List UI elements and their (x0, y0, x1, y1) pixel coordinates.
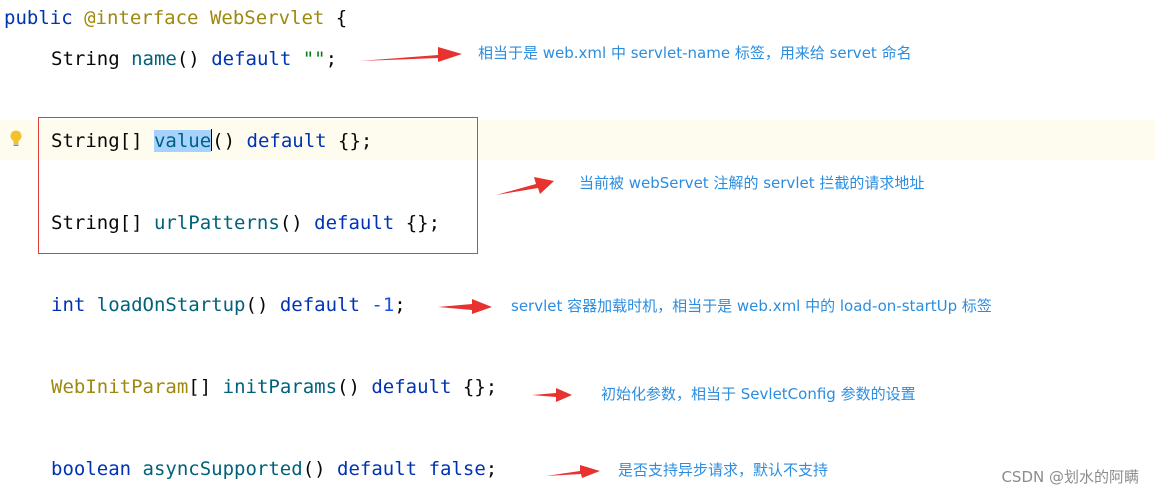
default-value: -1 (371, 294, 395, 316)
parens: () (212, 130, 236, 152)
keyword-default: default (314, 212, 395, 234)
keyword-interface: @interface (84, 7, 199, 29)
semicolon: ; (485, 458, 498, 480)
keyword-default: default (337, 458, 418, 480)
method-name: name (131, 48, 177, 70)
code-editor-line-1[interactable]: public @interface WebServlet { (4, 6, 347, 30)
type: String[] (51, 212, 143, 234)
type: int (51, 294, 86, 316)
note-initparams: 初始化参数，相当于 SevletConfig 参数的设置 (601, 385, 916, 403)
code-line-value[interactable]: String[] value() default {}; (51, 129, 372, 153)
type: String (51, 48, 120, 70)
default-value: {}; (338, 130, 373, 152)
text-caret (211, 129, 213, 151)
type: WebInitParam (51, 376, 189, 398)
method-asyncsupported: asyncSupported (142, 458, 303, 480)
note-loadonstartup: servlet 容器加载时机，相当于是 web.xml 中的 load-on-s… (511, 297, 992, 315)
method-value-selected[interactable]: value (153, 130, 212, 152)
code-line-name[interactable]: String name() default ""; (51, 47, 337, 71)
annotation-name: WebServlet (209, 7, 325, 29)
parens: () (337, 376, 360, 398)
default-value: false (428, 458, 486, 480)
parens: () (279, 212, 303, 234)
method-urlpatterns: urlPatterns (153, 212, 280, 234)
brackets: [] (188, 376, 212, 398)
code-line-urlpatterns[interactable]: String[] urlPatterns() default {}; (51, 211, 440, 235)
type: String[] (51, 130, 143, 152)
keyword-default: default (211, 48, 292, 70)
parens: () (176, 48, 200, 70)
note-value-urlpatterns: 当前被 webServet 注解的 servlet 拦截的请求地址 (579, 174, 925, 192)
default-value: {}; (405, 212, 441, 234)
note-name: 相当于是 web.xml 中 servlet-name 标签，用来给 serve… (478, 44, 912, 62)
keyword-default: default (279, 294, 360, 316)
arrow-right-icon (546, 465, 600, 478)
arrow-right-icon (438, 299, 492, 314)
annotation-box (38, 117, 478, 254)
keyword-default: default (246, 130, 327, 152)
keyword-default: default (371, 376, 452, 398)
keyword-public: public (4, 7, 73, 29)
semicolon: ; (394, 294, 406, 316)
code-line-asyncsupported[interactable]: boolean asyncSupported() default false; (51, 457, 497, 481)
parens: () (245, 294, 269, 316)
watermark: CSDN @划水的阿瞒 (1001, 468, 1139, 486)
arrow-right-icon (496, 177, 554, 195)
type: boolean (51, 458, 132, 480)
default-value: "" (302, 48, 326, 70)
open-brace: { (335, 7, 348, 29)
code-line-loadonstartup[interactable]: int loadOnStartup() default -1; (51, 293, 406, 317)
method-loadonstartup: loadOnStartup (96, 294, 246, 316)
lightbulb-icon[interactable] (9, 129, 23, 149)
arrow-right-icon (532, 388, 572, 402)
semicolon: ; (325, 48, 338, 70)
code-line-initparams[interactable]: WebInitParam[] initParams() default {}; (51, 375, 497, 399)
note-asyncsupported: 是否支持异步请求，默认不支持 (618, 461, 829, 479)
arrow-right-icon (360, 47, 462, 62)
method-initparams: initParams (222, 376, 338, 398)
default-value: {}; (462, 376, 498, 398)
parens: () (302, 458, 326, 480)
